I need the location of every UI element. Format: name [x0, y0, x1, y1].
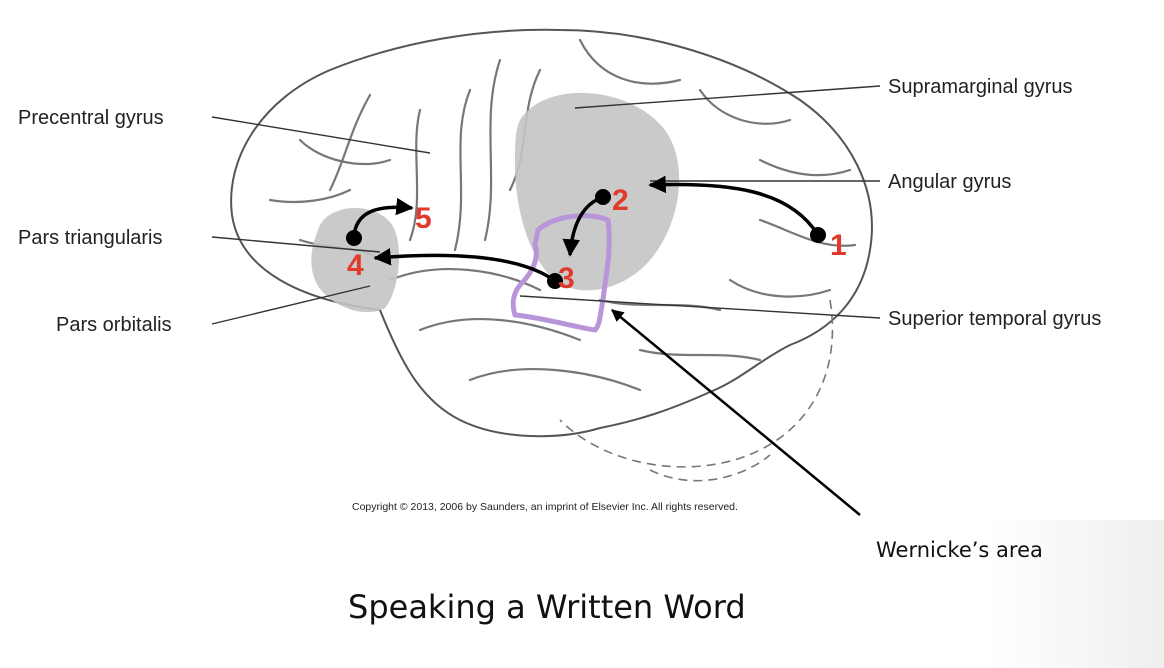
label-angular-gyrus: Angular gyrus — [888, 171, 1011, 193]
label-wernickes-area: Wernicke’s area — [876, 538, 1043, 562]
frontal-highlight-region — [311, 208, 400, 313]
label-superior-temporal-gyrus: Superior temporal gyrus — [888, 308, 1101, 330]
label-pars-triangularis: Pars triangularis — [18, 227, 163, 249]
brainstem-dashed-outline — [649, 454, 771, 482]
copyright-text: Copyright © 2013, 2006 by Saunders, an i… — [352, 501, 738, 513]
arrow-1-to-2 — [648, 175, 820, 236]
label-precentral-gyrus: Precentral gyrus — [18, 107, 164, 129]
arrow-3-to-4 — [373, 248, 557, 283]
label-pars-orbitalis: Pars orbitalis — [56, 314, 172, 336]
step-5: 5 — [415, 202, 432, 235]
step-2: 2 — [612, 184, 629, 217]
wernicke-outline — [510, 213, 612, 333]
step-3: 3 — [558, 262, 575, 295]
pathway-dots — [346, 189, 826, 289]
step-1: 1 — [830, 229, 847, 262]
step-4: 4 — [347, 249, 364, 282]
leader-lines — [211, 85, 881, 325]
cerebellum-dashed-outline — [559, 299, 834, 468]
wernicke-pointer-arrow — [611, 309, 861, 516]
label-supramarginal-gyrus: Supramarginal gyrus — [888, 76, 1073, 98]
slide-title: Speaking a Written Word — [348, 588, 746, 626]
